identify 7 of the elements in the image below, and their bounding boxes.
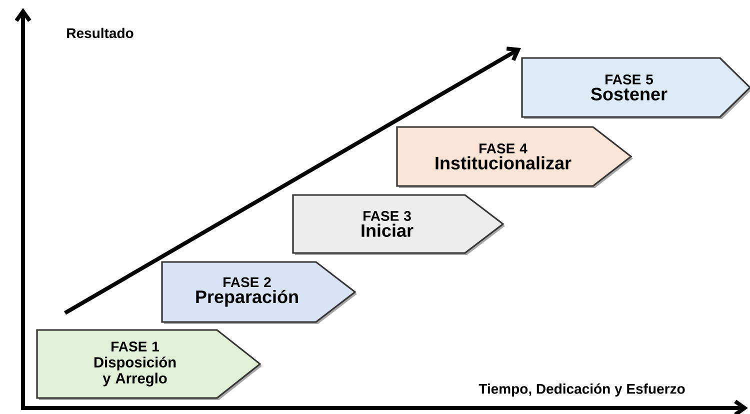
step-box: FASE 2 Preparación xyxy=(161,261,357,324)
axis-label: Tiempo, Dedicación y Esfuerzo xyxy=(478,383,685,397)
axis-label: Resultado xyxy=(67,28,134,38)
step-box: FASE 1 Disposición y Arreglo xyxy=(36,329,262,400)
step-box: FASE 4 Institucionalizar xyxy=(396,126,633,188)
step-box: FASE 3 Iniciar xyxy=(292,194,505,255)
step-box: FASE 5 Sostener xyxy=(521,57,750,119)
